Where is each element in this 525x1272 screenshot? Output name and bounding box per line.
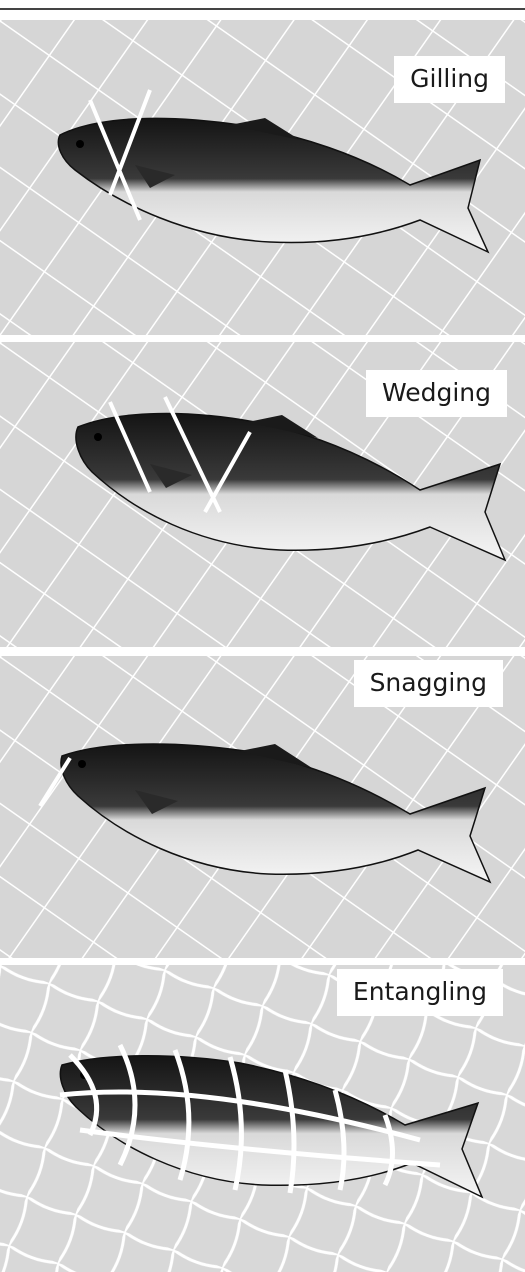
panel-label-wedging: Wedging: [366, 370, 507, 417]
panel-entangling: Entangling: [0, 965, 525, 1272]
panel-label-gilling: Gilling: [394, 56, 505, 103]
panel-label-entangling: Entangling: [337, 969, 503, 1016]
panel-label-snagging: Snagging: [354, 660, 503, 707]
panel-wedging: Wedging: [0, 342, 525, 647]
panel-snagging: Snagging: [0, 656, 525, 958]
figure-top-rule: [0, 8, 525, 10]
panel-gilling: Gilling: [0, 20, 525, 335]
